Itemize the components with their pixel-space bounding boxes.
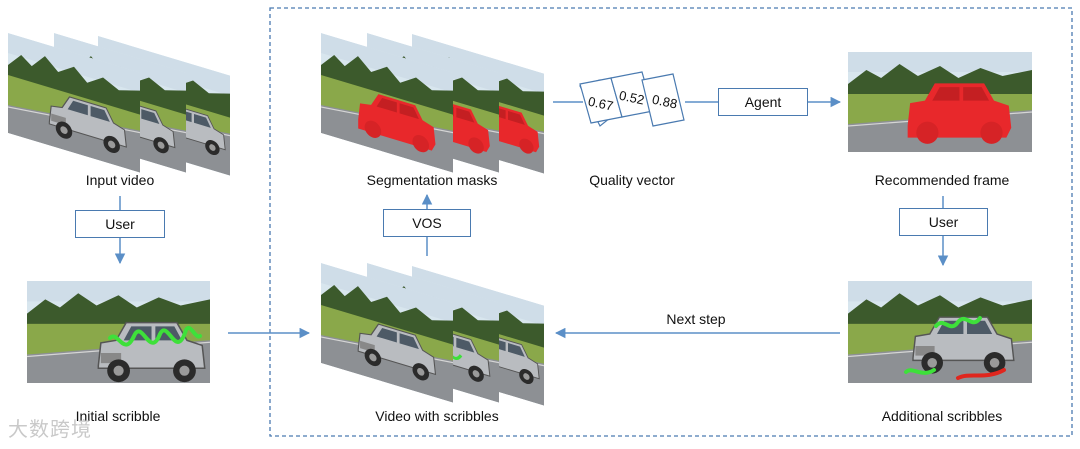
quality-value-3: 0.88 — [651, 92, 679, 112]
segmentation-mask-frames — [321, 33, 544, 174]
quality-value-2: 0.52 — [618, 88, 646, 108]
label-video-with-scribbles: Video with scribbles — [375, 408, 499, 424]
video-with-scribbles-frames — [321, 263, 544, 406]
initial-scribble-image — [27, 281, 210, 383]
interactive-loop-container — [269, 7, 1073, 437]
quality-values: 0.67 0.52 0.88 — [587, 88, 679, 114]
user-box-left: User — [75, 210, 165, 238]
label-segmentation-masks: Segmentation masks — [366, 172, 498, 188]
label-recommended-frame: Recommended frame — [874, 172, 1010, 188]
label-input-video: Input video — [85, 172, 155, 188]
label-quality-vector: Quality vector — [589, 172, 675, 188]
quality-value-1: 0.67 — [587, 94, 615, 114]
agent-box: Agent — [718, 88, 808, 116]
input-video-frames — [8, 33, 230, 176]
label-additional-scribbles: Additional scribbles — [881, 408, 1003, 424]
watermark: 大数跨境 — [8, 417, 92, 441]
vos-box: VOS — [383, 209, 471, 237]
connectors — [114, 96, 949, 339]
user-box-right: User — [899, 208, 988, 236]
additional-scribbles-image — [848, 281, 1032, 383]
quality-vector — [579, 71, 685, 127]
label-initial-scribble: Initial scribble — [75, 408, 161, 424]
recommended-frame-image — [848, 52, 1032, 152]
quality-card-c — [641, 73, 685, 127]
label-next-step: Next step — [666, 311, 726, 327]
